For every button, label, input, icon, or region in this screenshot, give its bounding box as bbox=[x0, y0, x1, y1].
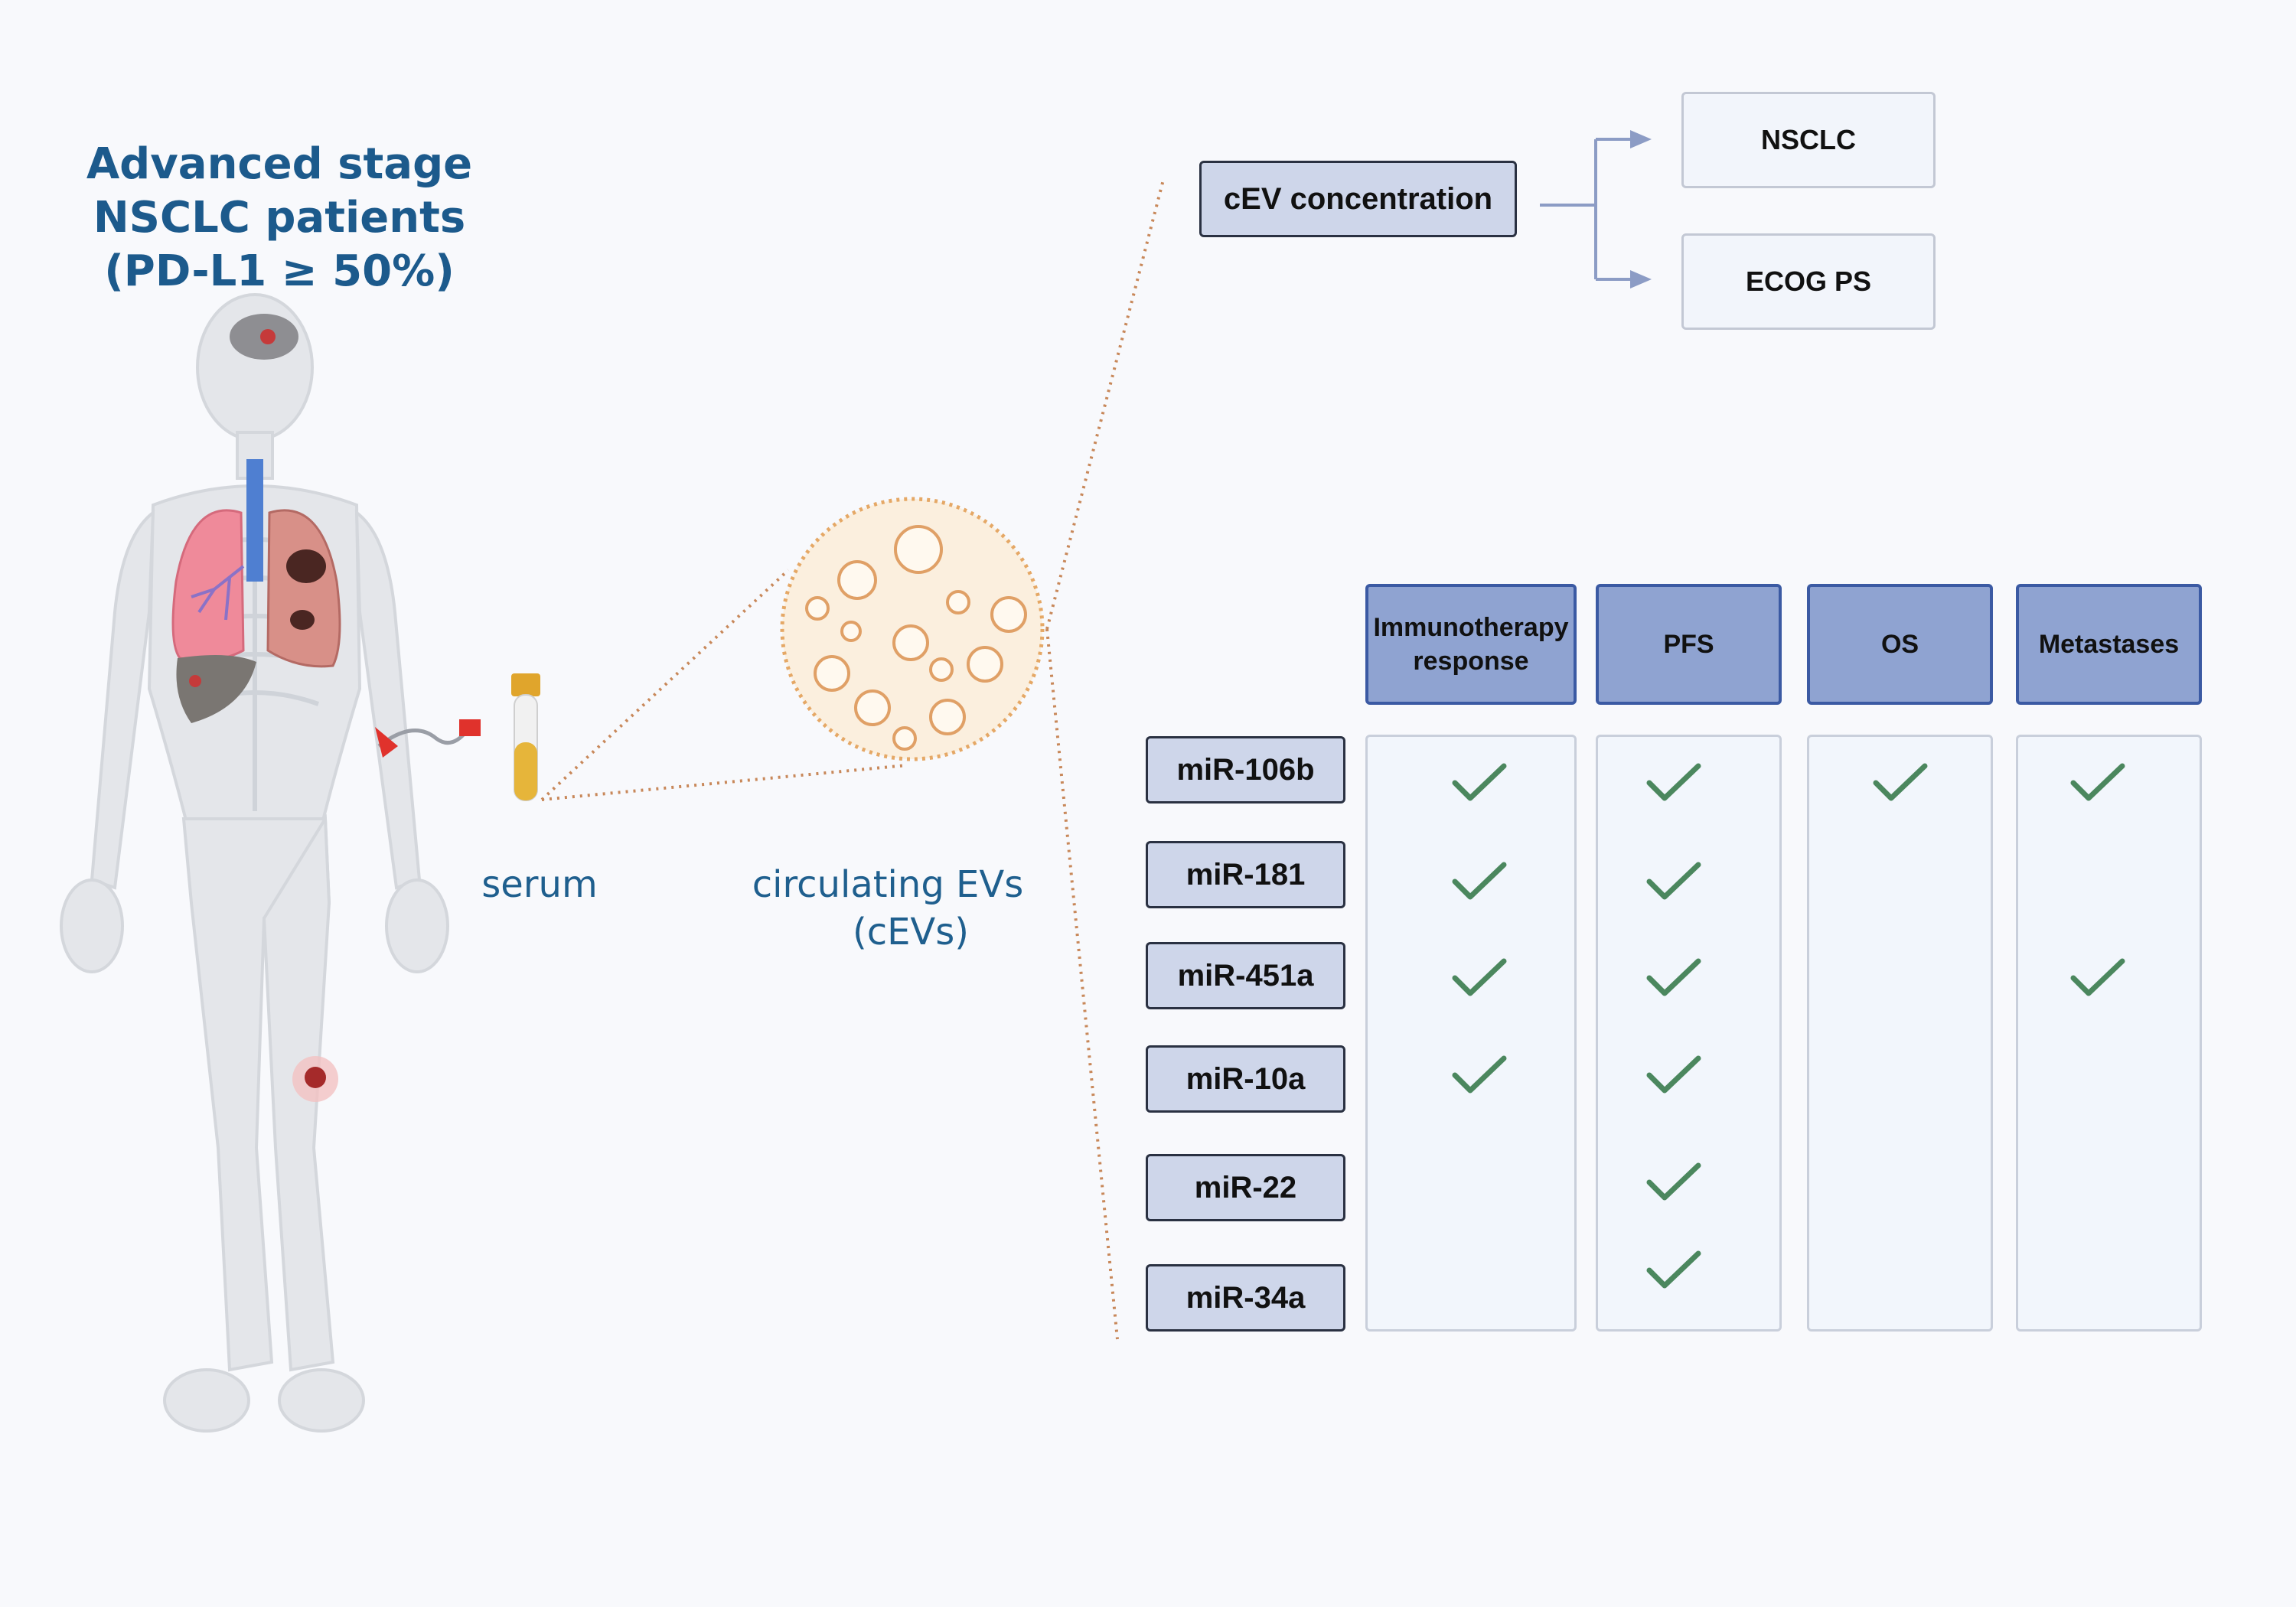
check-icon bbox=[1452, 763, 1507, 801]
check-icon bbox=[1873, 763, 1928, 801]
check-icon bbox=[1646, 1250, 1701, 1289]
row-label-mir-181: miR-181 bbox=[1146, 841, 1345, 908]
column-header-metastases: Metastases bbox=[2016, 584, 2202, 705]
column-body-immunotherapy bbox=[1365, 735, 1577, 1332]
arrowheads bbox=[1630, 130, 1652, 288]
column-header-pfs: PFS bbox=[1596, 584, 1782, 705]
column-header-os: OS bbox=[1807, 584, 1993, 705]
row-label-mir-106b: miR-106b bbox=[1146, 736, 1345, 804]
column-header-immunotherapy-response: Immunotherapy response bbox=[1365, 584, 1577, 705]
title-line-3: (PD-L1 ≥ 50%) bbox=[104, 246, 455, 296]
ev-magnified-circle bbox=[780, 497, 1045, 761]
column-body-os bbox=[1807, 735, 1993, 1332]
title-line-2: NSCLC patients bbox=[93, 193, 466, 243]
row-label-mir-451a: miR-451a bbox=[1146, 942, 1345, 1009]
concentration-branch-arrows bbox=[1540, 138, 1630, 281]
check-icon bbox=[1646, 862, 1701, 900]
check-icon bbox=[1646, 1162, 1701, 1201]
outcome-box-ecog-ps: ECOG PS bbox=[1681, 233, 1936, 330]
check-icon bbox=[1452, 862, 1507, 900]
patient-cohort-title: Advanced stage NSCLC patients (PD-L1 ≥ 5… bbox=[77, 138, 482, 298]
row-label-mir-10a: miR-10a bbox=[1146, 1045, 1345, 1113]
column-header-line-2: response bbox=[1413, 647, 1529, 676]
check-icon bbox=[1646, 958, 1701, 996]
check-icon bbox=[1646, 1055, 1701, 1094]
row-label-mir-34a: miR-34a bbox=[1146, 1264, 1345, 1332]
column-body-metastases bbox=[2016, 735, 2202, 1332]
check-icon bbox=[1646, 763, 1701, 801]
serum-label: serum bbox=[481, 863, 598, 906]
cev-concentration-box: cEV concentration bbox=[1199, 161, 1517, 237]
cevs-label-line-2: (cEVs) bbox=[852, 911, 969, 953]
patient-body-illustration bbox=[60, 293, 481, 1433]
serum-tube-illustration bbox=[511, 673, 540, 801]
check-icon bbox=[1452, 958, 1507, 996]
ev-to-panel-connector bbox=[1045, 179, 1165, 1340]
row-label-mir-22: miR-22 bbox=[1146, 1154, 1345, 1221]
column-body-pfs bbox=[1596, 735, 1782, 1332]
tube-to-ev-connector bbox=[540, 569, 908, 801]
cevs-label-line-1: circulating EVs bbox=[752, 863, 1024, 906]
check-icon bbox=[2070, 763, 2125, 801]
cevs-label: circulating EVs (cEVs) bbox=[727, 861, 1049, 956]
column-header-line-1: Immunotherapy bbox=[1373, 613, 1569, 642]
check-icon bbox=[1452, 1055, 1507, 1094]
outcome-box-nsclc: NSCLC bbox=[1681, 92, 1936, 188]
title-line-1: Advanced stage bbox=[86, 139, 473, 189]
check-icon bbox=[2070, 958, 2125, 996]
